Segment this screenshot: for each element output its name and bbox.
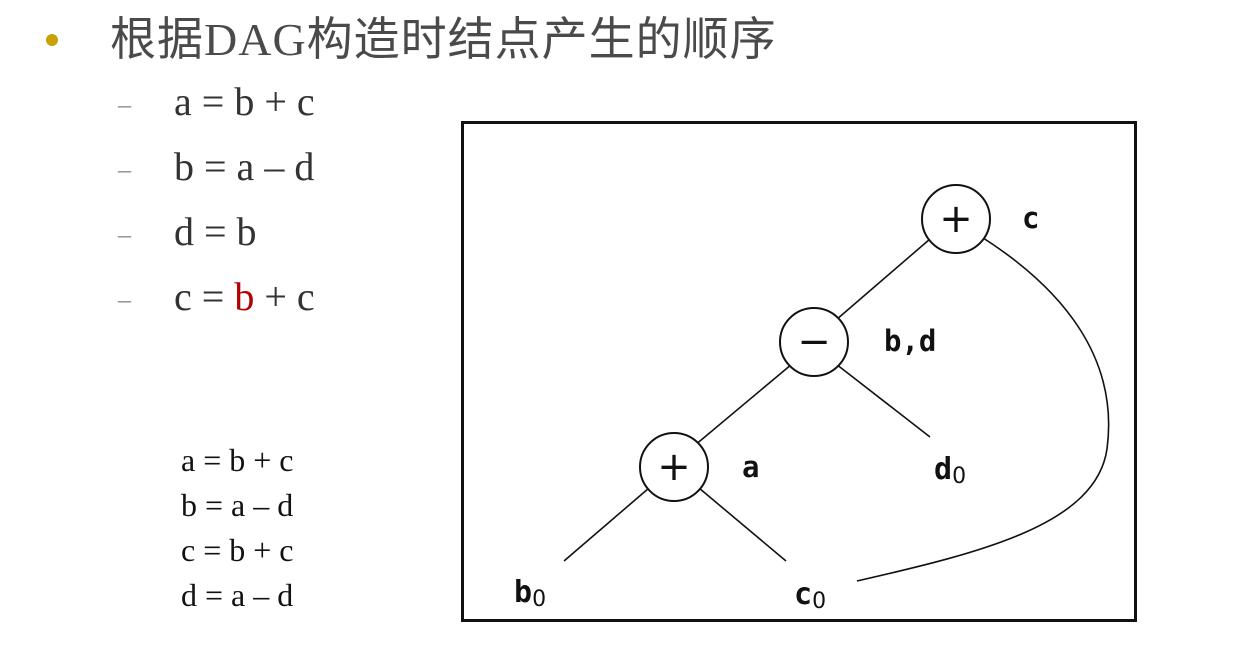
expr-prefix: c =: [174, 274, 235, 319]
code-line: c = b + c: [181, 532, 294, 568]
leaf-subscript: 0: [952, 464, 966, 489]
leaf-subscript: 0: [812, 589, 826, 614]
expr-suffix: + c: [254, 274, 315, 319]
leaf-name: b: [514, 575, 532, 610]
code-line: b = a – d: [181, 487, 294, 523]
bullet-icon: [46, 34, 58, 46]
node-circle: [921, 184, 991, 254]
edge-plus-b0: [563, 487, 650, 562]
node-operator: +: [939, 196, 973, 242]
reordered-code: a = b + c b = a – d c = b + c d = a – d: [181, 438, 294, 618]
edge-minus-plus: [693, 363, 793, 447]
node-circle: [779, 307, 849, 377]
title-row: 根据DAG构造时结点产生的顺序: [46, 6, 777, 66]
node-operator: +: [657, 444, 691, 490]
node-operator: −: [797, 319, 831, 365]
dag-node: + a: [639, 432, 759, 502]
node-label: a: [742, 450, 759, 484]
leaf-node: d0: [934, 452, 966, 489]
slide-title: 根据DAG构造时结点产生的顺序: [110, 14, 777, 65]
code-line: d = a – d: [181, 577, 294, 613]
leaf-name: c: [794, 577, 812, 612]
dag-node: − b,d: [779, 307, 936, 377]
leaf-node: c0: [794, 577, 826, 614]
dag-diagram: + c − b,d + a b0 c0 d0: [514, 184, 1110, 614]
step-expression: a = b + c: [174, 79, 315, 124]
edge-plus-minus: [835, 238, 931, 321]
dash-icon: –: [118, 155, 131, 184]
step-expression: b = a – d: [174, 144, 315, 189]
node-label: c: [1022, 201, 1039, 235]
dash-icon: –: [118, 220, 131, 249]
dash-icon: –: [118, 285, 131, 314]
step-expression: c = b + c: [174, 273, 315, 320]
dash-icon: –: [118, 90, 131, 119]
leaf-subscript: 0: [532, 587, 546, 612]
dag-node: + c: [921, 184, 1039, 254]
code-line: a = b + c: [181, 442, 294, 478]
leaf-node: b0: [514, 575, 546, 612]
dag-frame: + c − b,d + a b0 c0 d0: [461, 121, 1137, 622]
edge-plus-c0: [698, 487, 787, 562]
edge-plus-c0: [856, 235, 1110, 582]
edge-minus-d0: [835, 363, 931, 438]
highlighted-operand: b: [234, 274, 255, 319]
node-circle: [639, 432, 709, 502]
node-label: b,d: [884, 324, 936, 358]
leaf-name: d: [934, 452, 952, 487]
step-expression: d = b: [174, 209, 257, 254]
